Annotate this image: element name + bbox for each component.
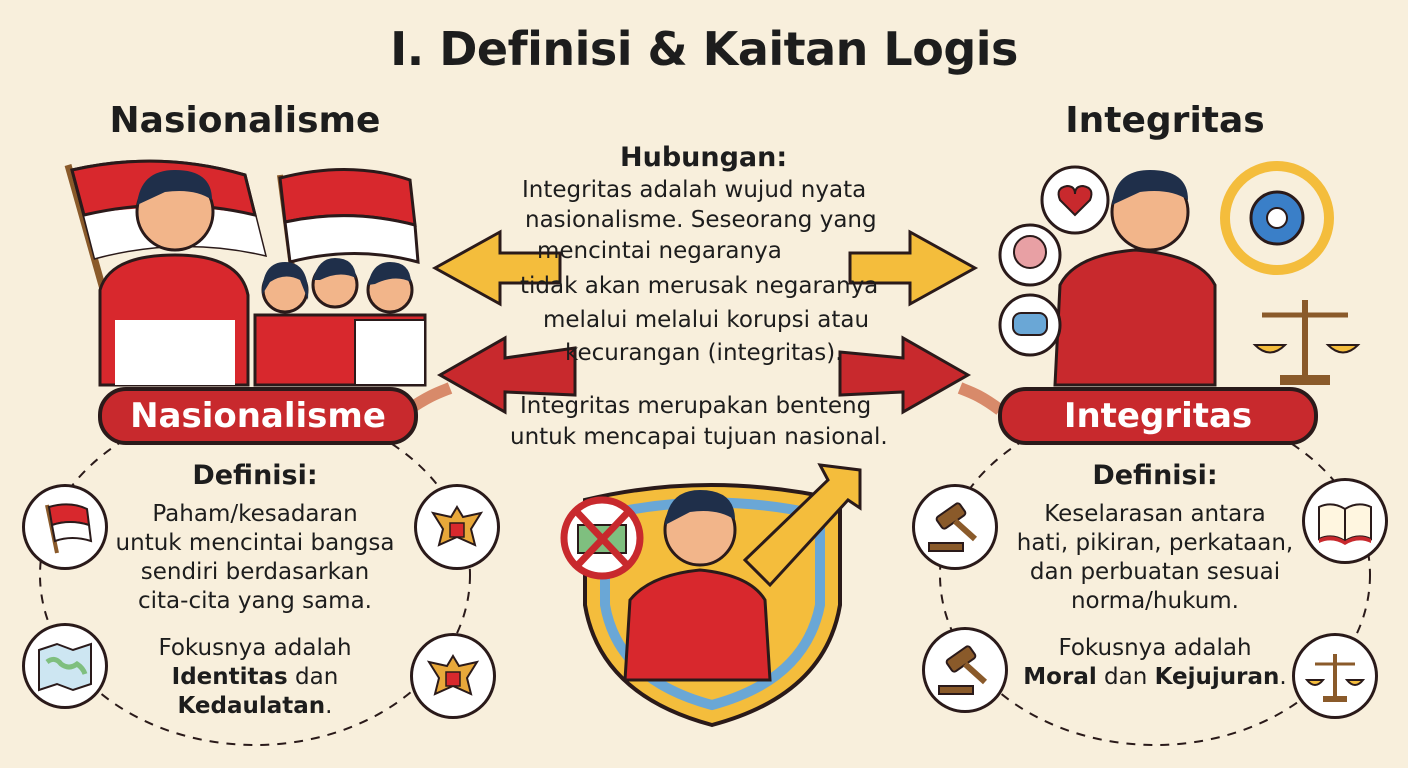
scales-icon <box>1292 633 1378 719</box>
man-with-values-illustration <box>998 161 1361 387</box>
left-definition-line: untuk mencintai bangsa <box>115 530 395 556</box>
center-line: tidak akan merusak negaranya <box>520 273 879 299</box>
left-focus-bold-1: Identitas <box>171 664 288 690</box>
center-line: nasionalisme. Seseorang yang <box>525 207 877 233</box>
center-line: Integritas adalah wujud nyata <box>522 177 867 203</box>
indonesia-map-icon <box>22 623 108 709</box>
shield-illustration <box>560 463 862 728</box>
left-heading: Nasionalisme <box>109 100 381 141</box>
gavel-icon <box>912 484 998 570</box>
center-bottom-line: Integritas merupakan benteng <box>520 393 872 419</box>
right-definition-line: norma/hukum. <box>1070 588 1239 614</box>
integritas-pill: Integritas <box>998 387 1318 445</box>
garuda-emblem-icon <box>410 633 496 719</box>
right-focus-prefix: Fokusnya adalah <box>1058 635 1252 661</box>
center-line: melalui melalui korupsi atau <box>543 307 870 333</box>
right-definition-heading: Definisi: <box>1092 460 1218 491</box>
page-title: I. Definisi & Kaitan Logis <box>390 22 1018 76</box>
right-heading: Integritas <box>1065 100 1265 141</box>
center-bottom-line: untuk mencapai tujuan nasional. <box>510 424 888 450</box>
right-definition-line: dan perbuatan sesuai <box>1029 559 1281 585</box>
nasionalisme-pill: Nasionalisme <box>98 387 418 445</box>
left-definition-text: Paham/kesadaran untuk mencintai bangsa s… <box>110 500 400 616</box>
right-definition-line: Keselarasan antara <box>1044 501 1266 527</box>
right-focus-text: Fokusnya adalah Moral dan Kejujuran. <box>1020 634 1290 692</box>
right-focus-bold-2: Kejujuran <box>1154 664 1280 690</box>
gavel-icon <box>922 627 1008 713</box>
center-line: mencintai negaranya <box>537 238 782 264</box>
left-definition-heading: Definisi: <box>192 460 318 491</box>
left-focus-text: Fokusnya adalah Identitas dan Kedaulatan… <box>140 634 370 721</box>
center-line: kecurangan (integritas). <box>565 340 843 366</box>
left-focus-suffix: . <box>325 693 333 719</box>
yellow-double-arrow-icon <box>431 229 979 307</box>
left-definition-line: cita-cita yang sama. <box>138 588 372 614</box>
right-focus-bold-1: Moral <box>1023 664 1097 690</box>
garuda-emblem-icon <box>414 484 500 570</box>
left-focus-bold-2: Kedaulatan <box>177 693 326 719</box>
left-definition-line: Paham/kesadaran <box>152 501 358 527</box>
center-heading: Hubungan: <box>620 142 788 173</box>
right-focus-mid: dan <box>1096 664 1155 690</box>
left-definition-line: sendiri berdasarkan <box>140 559 370 585</box>
right-definition-text: Keselarasan antara hati, pikiran, perkat… <box>1000 500 1310 616</box>
indonesia-flag-icon <box>22 484 108 570</box>
left-focus-mid: dan <box>287 664 339 690</box>
right-focus-suffix: . <box>1279 664 1287 690</box>
open-book-icon <box>1302 478 1388 564</box>
people-with-flags-illustration <box>64 159 427 387</box>
red-arrows-icon <box>404 335 1004 415</box>
left-focus-prefix: Fokusnya adalah <box>158 635 352 661</box>
right-definition-line: hati, pikiran, perkataan, <box>1016 530 1294 556</box>
